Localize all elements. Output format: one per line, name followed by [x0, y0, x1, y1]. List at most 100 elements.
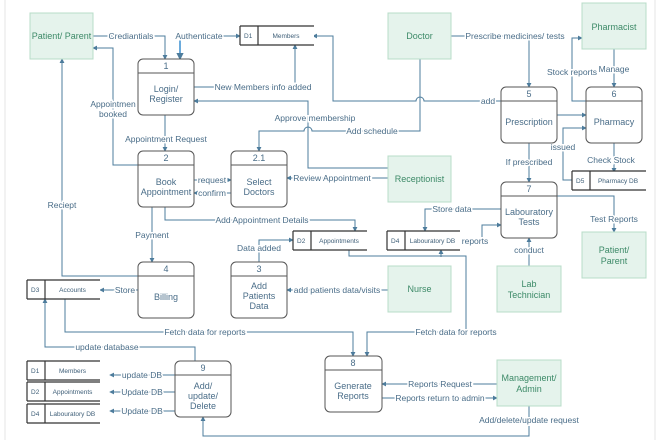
- store-id: D5: [576, 178, 585, 185]
- process-name: Login/: [154, 84, 179, 94]
- entity-admin[interactable]: Management/Admin: [496, 359, 562, 407]
- label-appt-booked-2: booked: [99, 109, 127, 119]
- process-number: 2: [163, 153, 168, 163]
- store-name: Appointments: [53, 389, 93, 396]
- process-number: 4: [163, 264, 168, 274]
- store-pharmacy-db[interactable]: D5 Pharmacy DB: [571, 170, 646, 191]
- process-number: 7: [526, 184, 531, 194]
- label-request: request: [198, 175, 227, 185]
- process-name: Patients: [243, 291, 276, 301]
- entity-label: Technician: [508, 290, 551, 300]
- entity-patient-2[interactable]: Patient/Parent: [581, 231, 647, 279]
- process-name: Prescription: [505, 117, 553, 127]
- flow-data-added: [258, 237, 294, 262]
- store-id: D2: [297, 238, 306, 245]
- store-laboratory-db-2[interactable]: D4 Labouratory DB: [26, 403, 100, 424]
- process-name: Delete: [190, 401, 216, 411]
- entity-label: Admin: [516, 384, 542, 394]
- process-number: 2.1: [253, 153, 266, 163]
- entity-doctor[interactable]: Doctor: [387, 12, 452, 60]
- store-name: Members: [59, 368, 87, 375]
- store-accounts[interactable]: D3 Accounts: [26, 279, 100, 300]
- store-name: Accounts: [59, 287, 86, 294]
- flow-reciept: [59, 58, 138, 277]
- flow-credentials: [93, 35, 168, 60]
- label-data-added: Data added: [237, 243, 281, 253]
- store-name: Labouratory DB: [410, 238, 456, 245]
- flows: [42, 33, 617, 437]
- process-name: Billing: [154, 292, 178, 302]
- process-name: Book: [156, 177, 177, 187]
- flow-new-members: [194, 44, 298, 88]
- label-store: Store: [115, 285, 136, 295]
- flow-approve: [193, 98, 388, 169]
- entity-receptionist[interactable]: Receptionist: [387, 155, 452, 203]
- flow-add-schedule: [256, 59, 421, 152]
- label-reciept: Reciept: [48, 200, 77, 210]
- label-add-appt-details: Add Appointment Details: [215, 215, 308, 225]
- flow-add-appt-details: [164, 207, 358, 232]
- entity-pharmacist[interactable]: Pharmacist: [581, 2, 647, 50]
- label-approve: Approve membership: [275, 113, 356, 123]
- label-reports: reports: [462, 236, 488, 246]
- label-add: add: [481, 96, 495, 106]
- flow-test-reports: [557, 195, 617, 233]
- store-name: Labouratory DB: [50, 411, 96, 418]
- flow-labels: Crediantials Authenticate New Members in…: [46, 30, 639, 427]
- label-issued: issued: [551, 142, 576, 152]
- entity-nurse[interactable]: Nurse: [387, 265, 452, 313]
- process-name: Generate: [334, 381, 372, 391]
- process-number: 5: [526, 89, 531, 99]
- label-appt-booked-1: Appointmen: [90, 99, 136, 109]
- flow-add: [312, 33, 501, 102]
- store-members-2[interactable]: D1 Members: [26, 360, 100, 381]
- store-id: D4: [31, 411, 40, 418]
- process-name: update/: [188, 391, 219, 401]
- entity-label: Receptionist: [395, 174, 445, 184]
- flow-store-data: [422, 208, 501, 232]
- flow-prescribe: [451, 35, 532, 88]
- label-reports-request: Reports Request: [408, 379, 472, 389]
- process-name: Add: [251, 281, 267, 291]
- label-conduct: conduct: [514, 245, 544, 255]
- entity-label: Parent: [601, 256, 628, 266]
- label-confirm: confirm: [198, 188, 226, 198]
- entity-patient[interactable]: Patient/ Parent: [29, 12, 94, 60]
- label-test-reports: Test Reports: [590, 214, 638, 224]
- entity-label: Management/: [501, 373, 557, 383]
- entity-label: Nurse: [407, 284, 431, 294]
- flow-appt-booked: [92, 45, 138, 166]
- entity-label: Lab: [521, 279, 536, 289]
- label-appt-request: Appointment Request: [125, 134, 207, 144]
- entity-label: Patient/ Parent: [32, 31, 92, 41]
- store-name: Members: [272, 33, 300, 40]
- process-name: Labouratory: [505, 207, 554, 217]
- process-name: Data: [249, 301, 268, 311]
- process-name: Select: [246, 177, 272, 187]
- process-name: Reports: [337, 391, 369, 401]
- store-id: D3: [31, 287, 40, 294]
- label-fetch-1: Fetch data for reports: [164, 327, 245, 337]
- store-name: Pharmacy DB: [598, 178, 638, 185]
- label-update-db-1: update DB: [122, 370, 162, 380]
- process-number: 6: [611, 89, 616, 99]
- label-update-database: update database: [75, 342, 139, 352]
- process-number: 1: [163, 61, 168, 71]
- store-id: D1: [31, 368, 40, 375]
- flow-stock-reports: [571, 35, 586, 102]
